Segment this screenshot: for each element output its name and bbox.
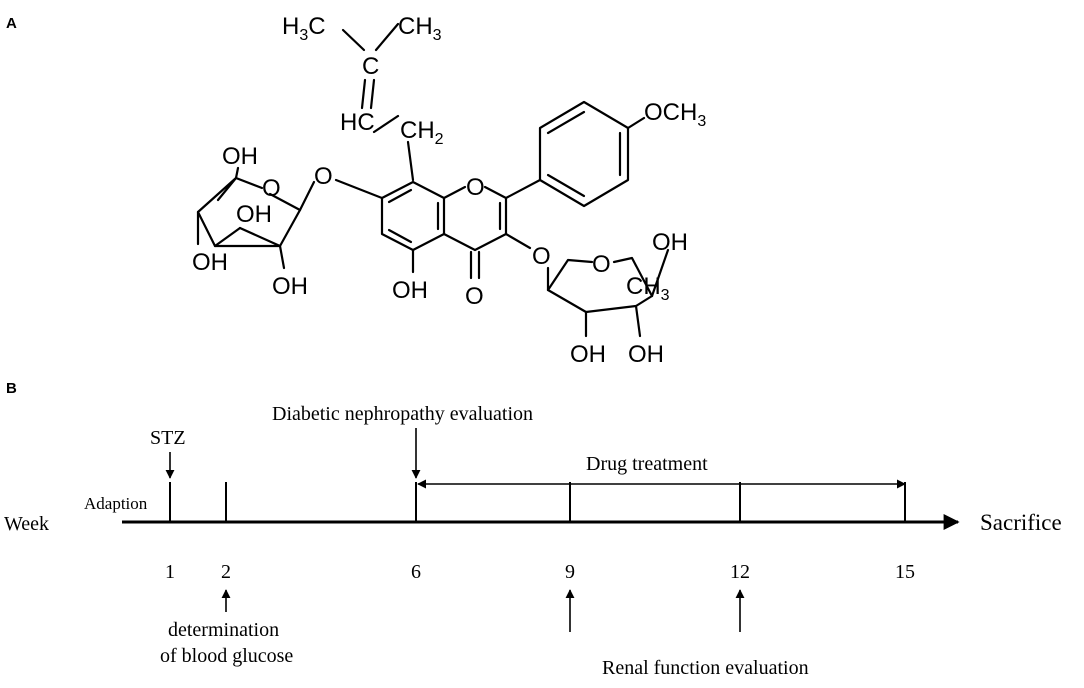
oh3-label: OH [192, 249, 228, 276]
bond-c-hc-2 [369, 78, 376, 110]
bond-ch2-ring [406, 140, 415, 182]
dn-eval-label: Diabetic nephropathy evaluation [272, 403, 533, 425]
panel-a: A H3C CH3 C HC CH2 O [6, 13, 706, 368]
panel-b-label: B [6, 380, 17, 397]
hc-label: HC [340, 109, 375, 136]
sugar-left: O O OH OH OH OH [192, 143, 384, 300]
ring-b-double-3 [546, 173, 586, 198]
bond-ring-c-b [504, 178, 542, 200]
ring-a [380, 180, 446, 252]
ch3-r-label: CH3 [626, 273, 670, 304]
bond-oh1 [234, 166, 240, 180]
glucose-label-line1: determination [168, 619, 279, 641]
panel-a-label: A [6, 15, 17, 32]
ring-b: OCH3 [504, 99, 706, 208]
o-link2-label: O [532, 243, 551, 270]
oh-5-label: OH [392, 277, 428, 304]
week-axis-label: Week [4, 513, 49, 535]
oh-r1-label: OH [652, 229, 688, 256]
bond-c-hc-1 [360, 78, 367, 110]
ch2-label: CH2 [400, 117, 444, 148]
bond-ring-o-link2 [504, 232, 532, 250]
week-tick-label-15: 15 [895, 561, 915, 583]
week-ticks [169, 482, 906, 522]
ring-a-bonds [380, 180, 446, 252]
bond-o-link1-sugar [298, 180, 316, 212]
h3c-label: H3C [282, 13, 326, 44]
adaption-label: Adaption [84, 494, 148, 513]
prenyl-group: H3C CH3 C HC CH2 [282, 13, 444, 182]
och3-label: OCH3 [644, 99, 706, 130]
ring-b-double-1 [546, 110, 586, 135]
sugar-right-ring [546, 256, 654, 314]
o-chromone-label: O [466, 174, 485, 201]
sugar-left-ring-close [213, 226, 242, 248]
bond-och3 [626, 116, 646, 130]
bond-h3c-c [341, 28, 366, 52]
ring-a-double-3 [387, 188, 413, 204]
oh-r3-label: OH [628, 341, 664, 368]
sugar-right: O O OH CH3 OH OH [504, 229, 688, 368]
oh4-label: OH [272, 273, 308, 300]
o-ring2-label: O [592, 251, 611, 278]
oh2-label: OH [236, 201, 272, 228]
bond-hc-ch2 [372, 114, 400, 134]
stz-label: STZ [150, 427, 186, 449]
week-tick-label-12: 12 [730, 561, 750, 583]
week-tick-label-2: 2 [221, 561, 231, 583]
ring-b-bonds [538, 100, 630, 208]
ch3-top-label: CH3 [398, 13, 442, 44]
oh1-label: OH [222, 143, 258, 170]
o-ring1-label: O [262, 175, 281, 202]
bond-ch3-c [374, 22, 400, 52]
drug-treatment-label: Drug treatment [586, 453, 708, 475]
bond-oh4 [278, 244, 286, 270]
oh-r2-label: OH [570, 341, 606, 368]
week-tick-label-1: 1 [165, 561, 175, 583]
ring-a-double-1 [387, 228, 413, 244]
bond-oh-r1 [650, 248, 670, 298]
week-tick-label-6: 6 [411, 561, 421, 583]
ring-c: O O [442, 174, 508, 310]
o-link1-label: O [314, 163, 333, 190]
week-tick-label-9: 9 [565, 561, 575, 583]
sacrifice-label: Sacrifice [980, 510, 1062, 535]
o-keto-label: O [465, 283, 484, 310]
renal-eval-label: Renal function evaluation [602, 657, 809, 679]
c-label: C [362, 53, 379, 80]
bond-oh-r3 [634, 304, 642, 338]
bond-ring-o-link1 [334, 178, 384, 200]
glucose-label-line2: of blood glucose [160, 645, 293, 667]
